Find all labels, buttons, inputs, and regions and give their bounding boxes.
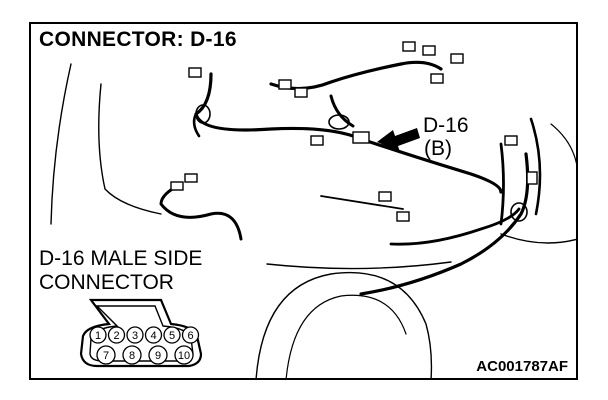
connector-top-left [188, 67, 202, 78]
right-harness-strip [529, 117, 542, 216]
connector-upper-3 [402, 41, 416, 52]
grommet-center [328, 114, 350, 130]
harness-branch-center [329, 94, 355, 128]
pin-4-label: 4 [150, 330, 156, 342]
connector-upper-4 [422, 45, 436, 56]
connector-mid-1 [378, 191, 392, 202]
pin-7-circle [96, 345, 116, 365]
pin-9-label: 9 [155, 350, 161, 362]
pin-2-label: 2 [113, 330, 119, 342]
callout-label-b: (B) [424, 137, 452, 160]
right-harness-vertical [499, 142, 505, 226]
wheel-arch-outer [255, 271, 433, 378]
callout-arrow [377, 128, 420, 152]
body-outline-right-upper [550, 123, 576, 165]
connector-upper-5 [450, 53, 464, 64]
harness-branch-upper [269, 60, 443, 91]
connector-right-2 [526, 171, 538, 185]
harness-branch-left [192, 112, 201, 138]
connector-upper-6 [430, 73, 444, 84]
lower-harness [359, 152, 530, 296]
figure-code: AC001787AF [476, 358, 568, 375]
connector-center-1 [310, 135, 324, 146]
grommet-right [510, 202, 528, 222]
connector-mid-2 [396, 211, 410, 222]
pin-5-circle [163, 326, 181, 344]
male-side-label-line1: D-16 MALE SIDE [39, 247, 203, 270]
pin-3-circle [126, 326, 144, 344]
thin-lead-center [320, 195, 404, 210]
grommet-left [195, 104, 211, 124]
diagram-title: CONNECTOR: D-16 [39, 28, 237, 51]
connector-right-1 [504, 135, 518, 146]
pin-1-label: 1 [95, 330, 101, 342]
callout-label-d16: D-16 [423, 114, 469, 137]
pin-8-label: 8 [129, 350, 135, 362]
connector-upper-2 [294, 87, 308, 98]
body-outline-floor-line [266, 261, 452, 270]
connector-left-lead-1 [170, 181, 184, 191]
body-outline-right-panel [500, 233, 576, 244]
pin-1-circle [89, 326, 107, 344]
left-connector-lead [159, 182, 243, 241]
pin-6-label: 6 [187, 330, 193, 342]
connector-left-lead-2 [184, 173, 198, 183]
pin-10-circle [174, 345, 194, 365]
body-outline-front-panel [98, 83, 162, 215]
body-outline-left-pillar [50, 63, 72, 225]
pin-4-circle [144, 326, 163, 344]
pin-3-label: 3 [132, 330, 138, 342]
pin-10-label: 10 [178, 350, 190, 362]
pin-7-label: 7 [103, 350, 109, 362]
pin-8-circle [122, 345, 142, 365]
connector-d16 [352, 131, 370, 144]
connector-upper-1 [278, 79, 292, 90]
pin-2-circle [107, 326, 126, 344]
pin-5-label: 5 [169, 330, 175, 342]
wheel-arch-inner [285, 294, 407, 378]
pin-6-circle [181, 326, 200, 344]
male-side-label: D-16 MALE SIDE CONNECTOR [39, 247, 202, 295]
pin-9-circle [148, 345, 168, 365]
male-side-label-line2: CONNECTOR [39, 271, 174, 294]
